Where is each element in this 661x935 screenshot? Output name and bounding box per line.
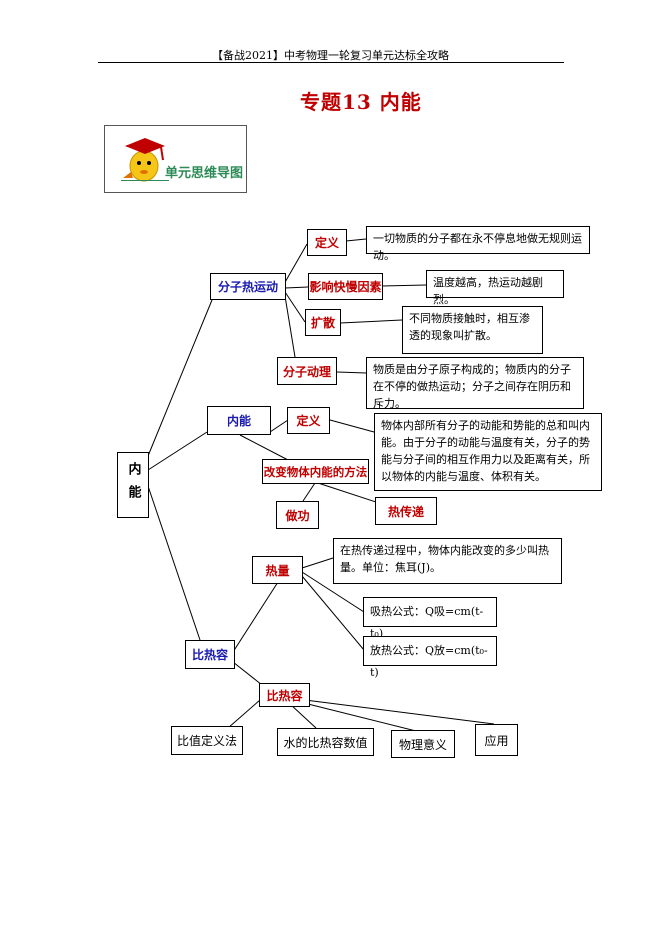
definition-node-1: 定义	[307, 229, 347, 256]
kinetic-theory-node: 分子动理	[277, 357, 337, 385]
mascot-icon	[123, 138, 165, 182]
specific-heat-sub-node: 比热容	[259, 683, 310, 707]
page-header: 【备战2021】中考物理一轮复习单元达标全攻略	[212, 49, 449, 62]
release-formula: 放热公式：Q放=cm(t₀- t)	[363, 636, 497, 679]
page-title: 专题13 内能	[300, 90, 422, 114]
header-rule	[98, 62, 564, 63]
leaf-water-value: 水的比热容数值	[277, 728, 374, 756]
internal-energy-node: 内能	[207, 406, 271, 435]
mind-map-badge: 单元思维导图	[104, 125, 247, 193]
root-node: 内能	[117, 452, 149, 518]
heat-quantity-node: 热量	[252, 556, 303, 584]
speed-factor-node: 影响快慢因素	[308, 273, 383, 300]
leaf-ratio-definition: 比值定义法	[171, 726, 243, 755]
diffusion-node: 扩散	[305, 309, 341, 336]
diffusion-text: 不同物质接触时，相互渗透的现象叫扩散。	[402, 306, 543, 354]
speed-factor-text: 温度越高，热运动越剧烈。	[426, 270, 564, 306]
molecular-motion-node: 分子热运动	[210, 273, 286, 300]
kinetic-theory-text: 物质是由分子原子构成的；物质内的分子在不停的做热运动；分子之间存在阴历和斥力。	[366, 357, 584, 410]
specific-heat-node: 比热容	[185, 640, 235, 669]
leaf-physical-meaning: 物理意义	[391, 730, 455, 758]
heat-quantity-text: 在热传递过程中，物体内能改变的多少叫热量。单位：焦耳(J)。	[333, 538, 562, 584]
absorb-formula: 吸热公式：Q吸=cm(t-t₀)	[363, 597, 497, 640]
heat-transfer-node: 热传递	[375, 497, 437, 525]
change-methods-node: 改变物体内能的方法	[262, 459, 369, 484]
definition-text-2: 物体内部所有分子的动能和势能的总和叫内能。由于分子的动能与温度有关，分子的势能与…	[374, 413, 602, 491]
work-node: 做功	[276, 501, 319, 529]
badge-underline	[121, 180, 169, 181]
leaf-application: 应用	[475, 724, 518, 756]
definition-node-2: 定义	[287, 407, 330, 434]
definition-text-1: 一切物质的分子都在永不停息地做无规则运动。	[366, 226, 590, 262]
badge-label: 单元思维导图	[165, 166, 244, 181]
